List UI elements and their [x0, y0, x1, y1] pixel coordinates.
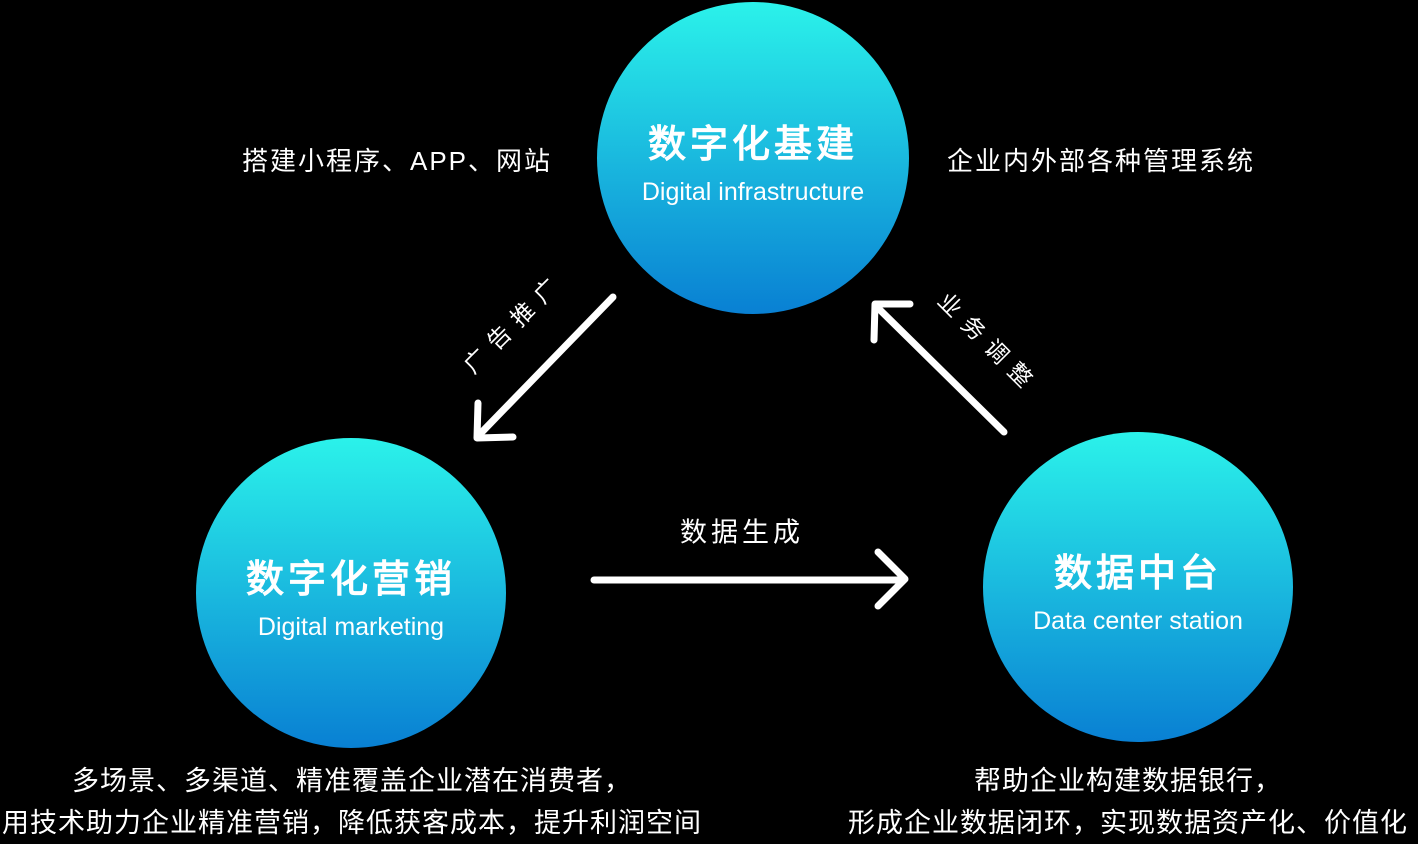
arrow-business-adjustment-icon [870, 300, 1008, 436]
node-subtitle: Digital marketing [257, 613, 445, 641]
node-subtitle: Digital infrastructure [641, 178, 865, 206]
arrow-ad-promotion-icon [473, 293, 617, 442]
note-marketing-line1: 多场景、多渠道、精准覆盖企业潜在消费者， [72, 766, 632, 796]
node-digital-marketing: 数字化营销 Digital marketing [196, 438, 506, 748]
node-subtitle: Data center station [1033, 607, 1243, 635]
node-digital-infrastructure: 数字化基建 Digital infrastructure [597, 2, 909, 314]
label-infrastructure-right: 企业内外部各种管理系统 [947, 146, 1256, 176]
node-title: 数据中台 [1053, 553, 1222, 595]
node-data-center: 数据中台 Data center station [983, 432, 1293, 742]
node-title: 数字化营销 [245, 559, 456, 601]
arrow-label-data-generation: 数据生成 [680, 517, 804, 548]
label-infrastructure-left: 搭建小程序、APP、网站 [242, 146, 553, 176]
node-title: 数字化基建 [647, 124, 858, 166]
arrow-data-generation-icon [590, 548, 909, 610]
note-data-center: 帮助企业构建数据银行， 形成企业数据闭环，实现数据资产化、价值化 [848, 760, 1408, 844]
note-marketing-line2: 用技术助力企业精准营销，降低获客成本，提升利润空间 [2, 808, 702, 838]
note-data-center-line1: 帮助企业构建数据银行， [974, 766, 1282, 796]
note-marketing: 多场景、多渠道、精准覆盖企业潜在消费者， 用技术助力企业精准营销，降低获客成本，… [2, 760, 702, 844]
note-data-center-line2: 形成企业数据闭环，实现数据资产化、价值化 [848, 808, 1408, 838]
